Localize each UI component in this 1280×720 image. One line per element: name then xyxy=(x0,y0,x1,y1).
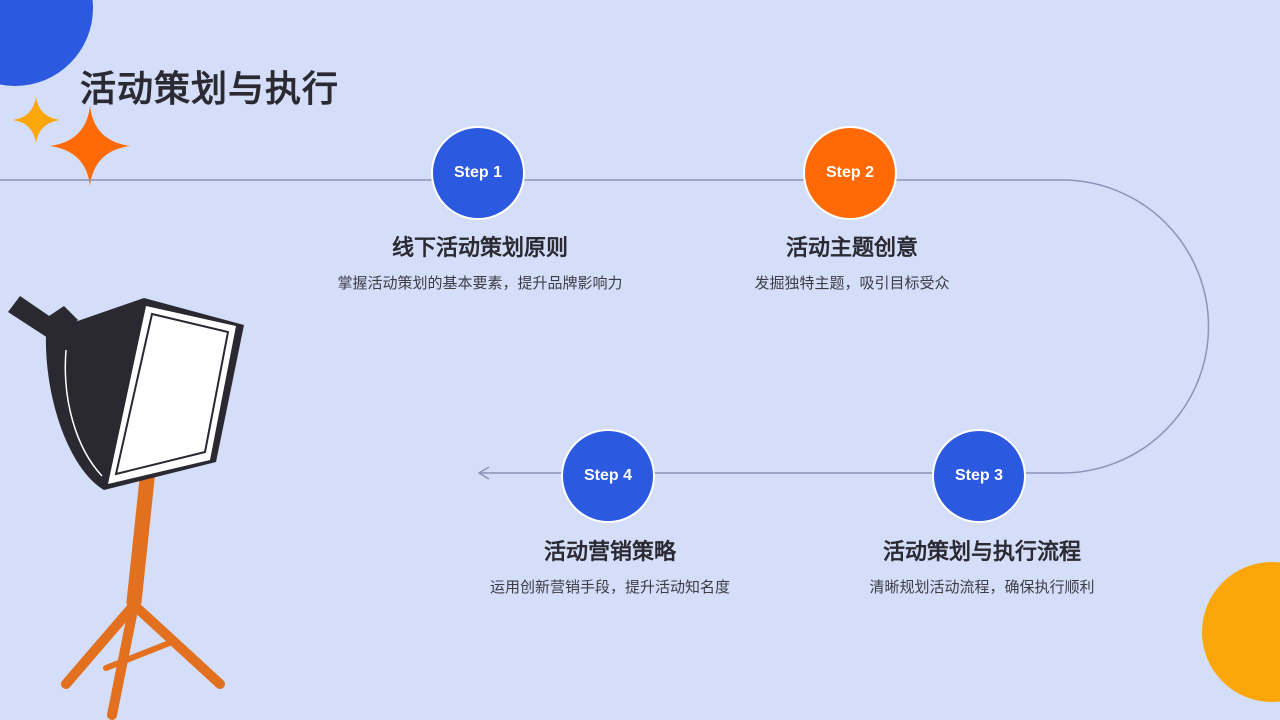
sparkle-icon xyxy=(13,97,60,143)
step-1-description: 掌握活动策划的基本要素，提升品牌影响力 xyxy=(337,274,623,292)
step-4-circle: Step 4 xyxy=(561,429,655,523)
step-3-circle: Step 3 xyxy=(932,429,1026,523)
sparkle-icon xyxy=(50,106,130,186)
timeline-arrow-head xyxy=(477,466,490,480)
step-1-circle: Step 1 xyxy=(431,126,525,220)
step-2-label: Step 2 xyxy=(825,164,874,181)
step-1-title: 线下活动策划原则 xyxy=(391,236,568,261)
step-2-circle: Step 2 xyxy=(803,126,897,220)
page-title: 活动策划与执行 xyxy=(80,69,340,110)
step-3-title: 活动策划与执行流程 xyxy=(882,540,1081,565)
step-3-label: Step 3 xyxy=(954,467,1003,484)
softbox-lamp-icon xyxy=(8,296,245,720)
step-2-title: 活动主题创意 xyxy=(785,236,918,261)
step-1-label: Step 1 xyxy=(453,164,502,181)
step-4-description: 运用创新营销手段，提升活动知名度 xyxy=(489,578,730,596)
corner-circle-top-left xyxy=(0,0,93,86)
timeline-path xyxy=(0,179,1210,474)
step-4-label: Step 4 xyxy=(583,467,632,484)
step-3-description: 清晰规划活动流程，确保执行顺利 xyxy=(869,578,1095,596)
corner-circle-bottom-right xyxy=(1202,562,1280,702)
step-4-title: 活动营销策略 xyxy=(543,540,676,565)
step-2-description: 发掘独特主题，吸引目标受众 xyxy=(754,274,950,292)
